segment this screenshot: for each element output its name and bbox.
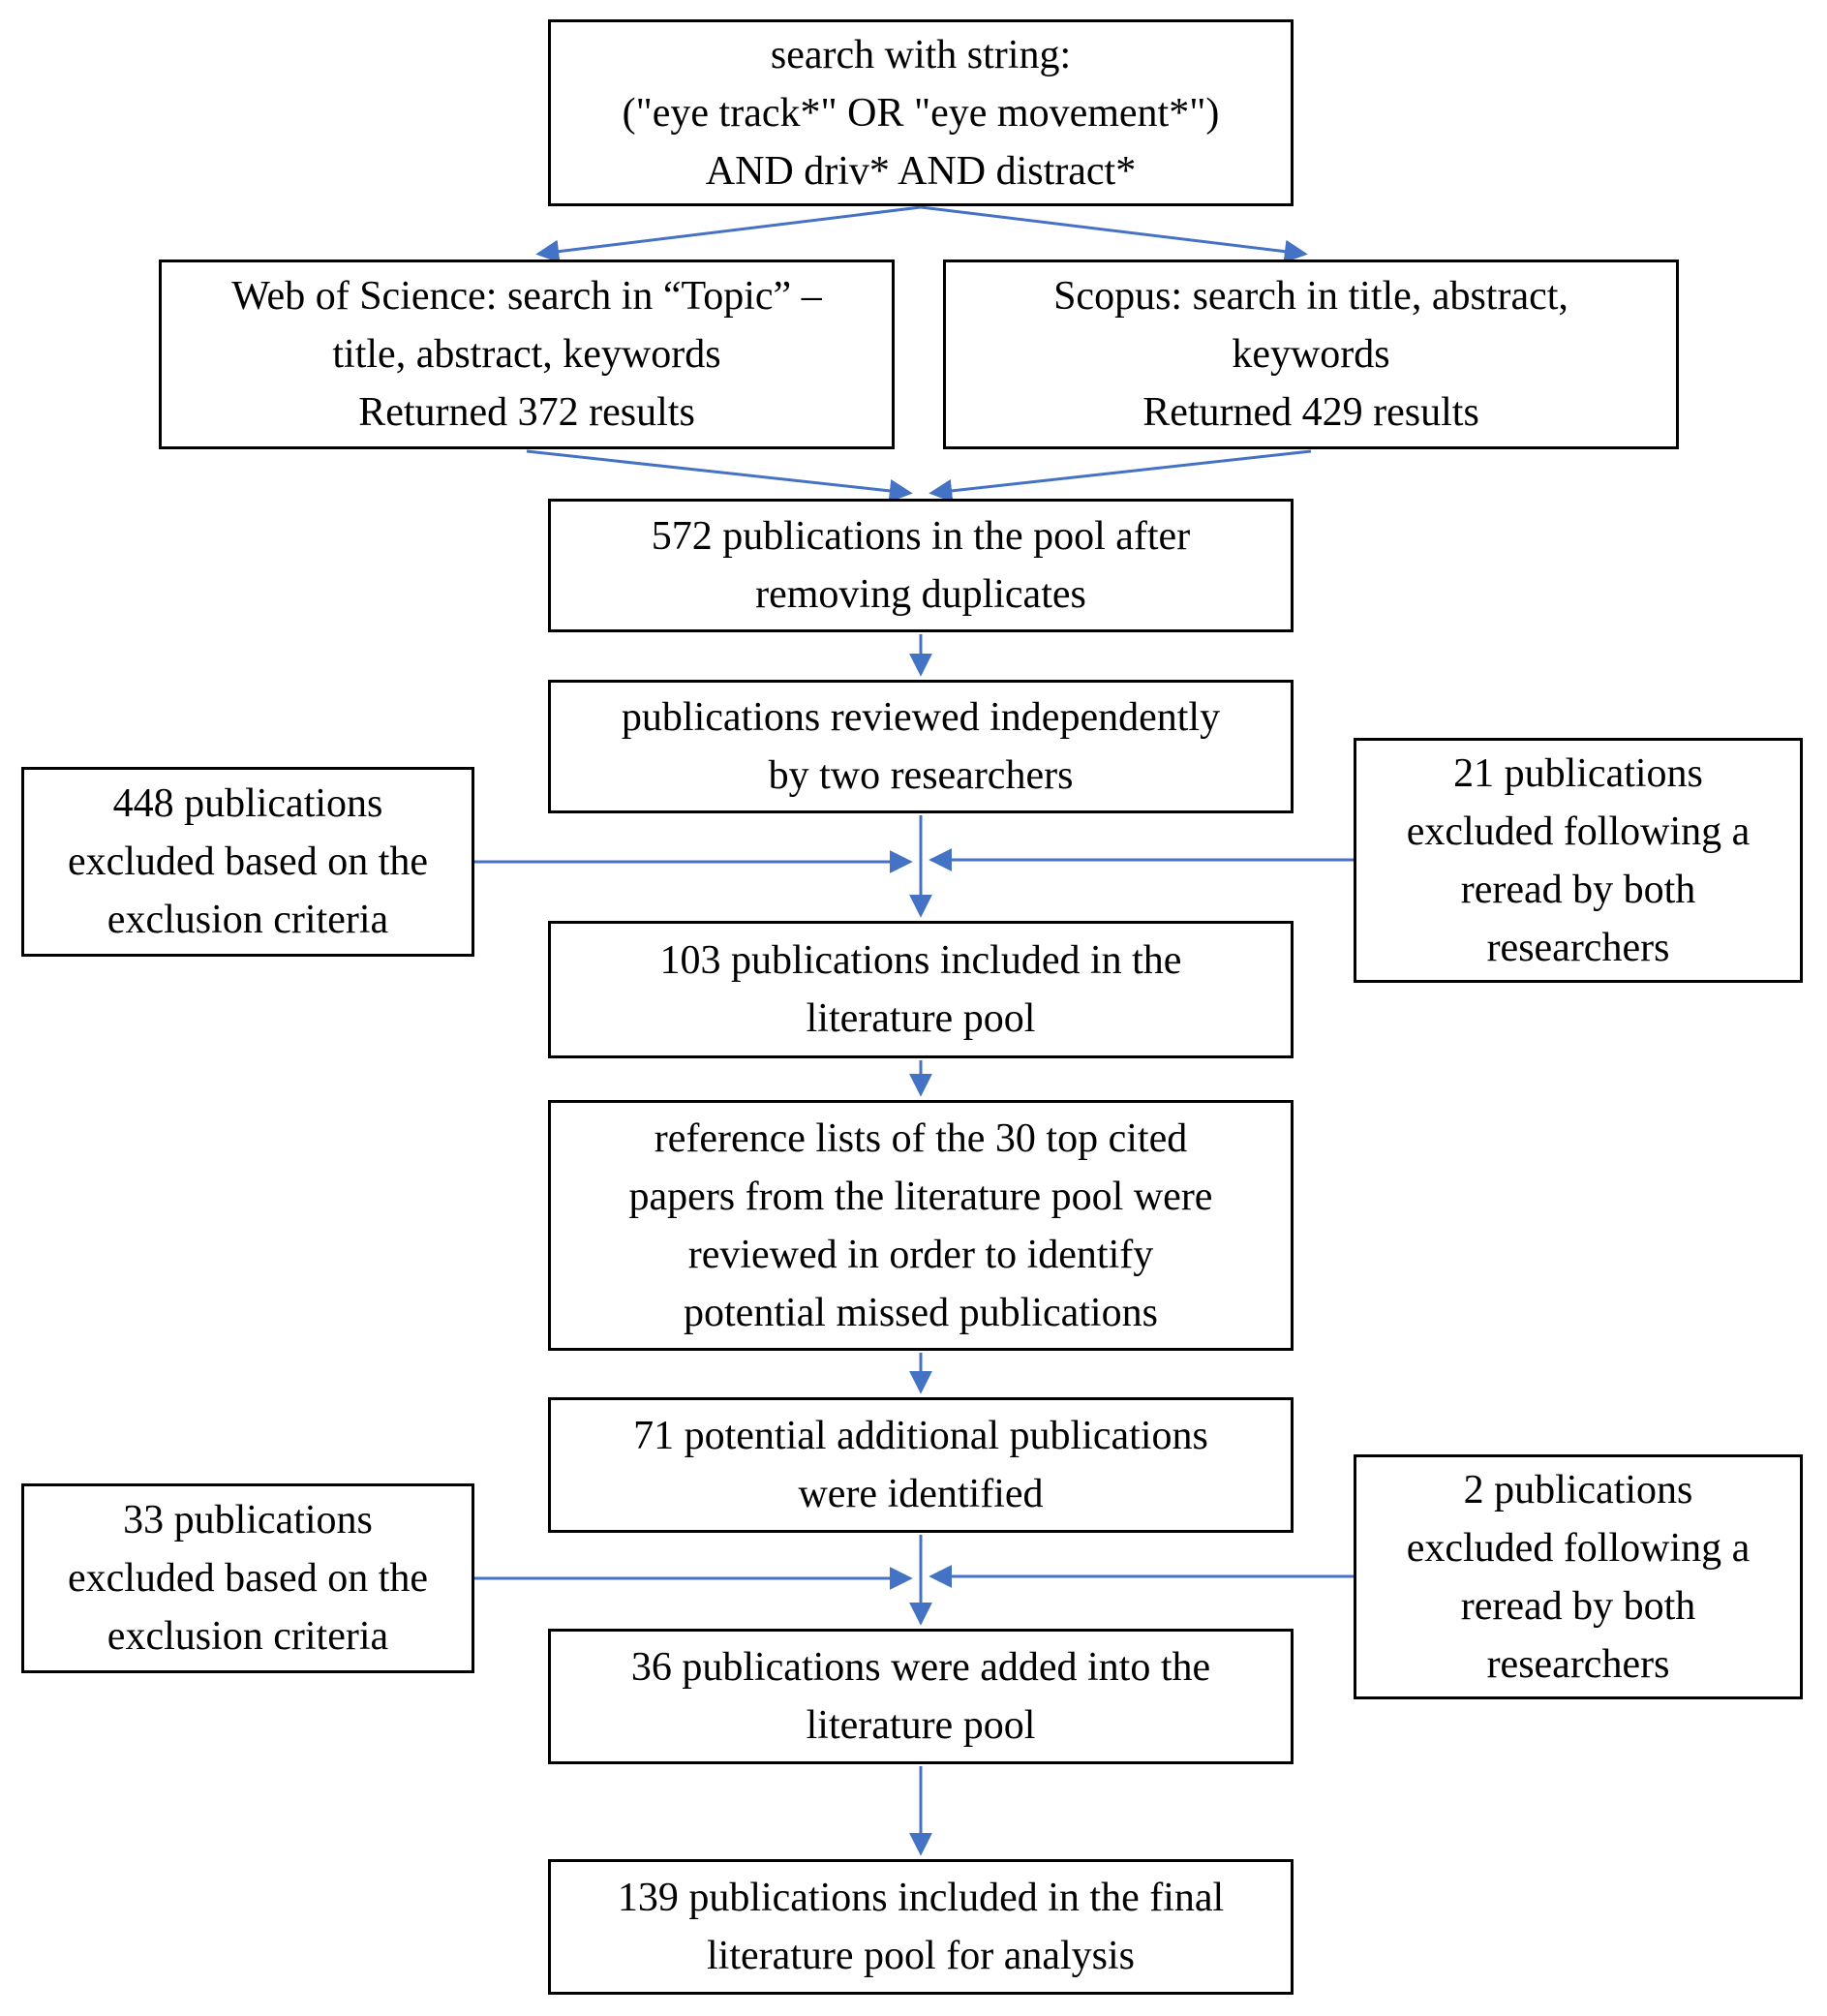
node-label: 33 publications excluded based on the ex… — [67, 1498, 429, 1659]
node-label: 448 publications excluded based on the e… — [67, 781, 429, 942]
node-excluded-21: 21 publications excluded following a rer… — [1354, 738, 1803, 983]
arrow-search-to-wos — [535, 205, 922, 263]
node-label: search with string: ("eye track*" OR "ey… — [622, 32, 1220, 194]
node-excluded-33: 33 publications excluded based on the ex… — [21, 1483, 474, 1673]
node-excluded-2: 2 publications excluded following a rere… — [1354, 1454, 1803, 1699]
node-web-of-science: Web of Science: search in “Topic” – titl… — [159, 260, 895, 449]
node-label: publications reviewed independently by t… — [621, 695, 1221, 798]
node-label: 36 publications were added into the lite… — [630, 1645, 1211, 1748]
node-label: reference lists of the 30 top cited pape… — [628, 1115, 1213, 1335]
node-reviewed-independently: publications reviewed independently by t… — [548, 680, 1294, 813]
node-label: Scopus: search in title, abstract, keywo… — [1053, 274, 1568, 435]
node-label: Web of Science: search in “Topic” – titl… — [231, 274, 822, 435]
arrow-search-to-scopus — [920, 205, 1308, 263]
node-label: 21 publications excluded following a rer… — [1406, 750, 1751, 970]
node-label: 71 potential additional publications wer… — [633, 1414, 1208, 1516]
arrow-scopus-to-pool572 — [929, 449, 1312, 503]
node-label: 139 publications included in the final l… — [617, 1876, 1225, 1978]
node-label: 103 publications included in the literat… — [659, 938, 1182, 1041]
node-identified-71: 71 potential additional publications wer… — [548, 1397, 1294, 1533]
node-label: 2 publications excluded following a rere… — [1406, 1467, 1751, 1687]
node-reference-lists: reference lists of the 30 top cited pape… — [548, 1100, 1294, 1351]
arrow-wos-to-pool572 — [526, 449, 913, 503]
node-label: 572 publications in the pool after remov… — [651, 514, 1191, 617]
node-scopus: Scopus: search in title, abstract, keywo… — [943, 260, 1679, 449]
node-pool-103: 103 publications included in the literat… — [548, 921, 1294, 1058]
node-excluded-448: 448 publications excluded based on the e… — [21, 767, 474, 957]
node-added-36: 36 publications were added into the lite… — [548, 1629, 1294, 1764]
node-final-139: 139 publications included in the final l… — [548, 1859, 1294, 1995]
node-search-string: search with string: ("eye track*" OR "ey… — [548, 19, 1294, 206]
node-pool-572: 572 publications in the pool after remov… — [548, 499, 1294, 632]
